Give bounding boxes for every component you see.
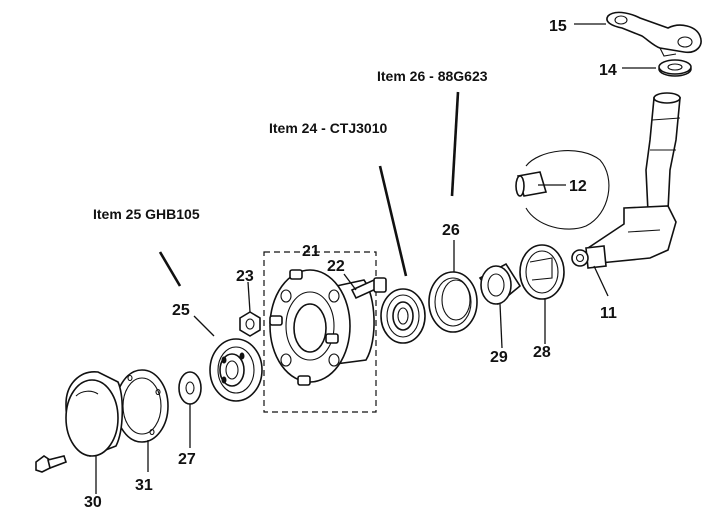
callout-item-26: Item 26 - 88G623 — [377, 68, 488, 84]
steering-arm-part — [606, 11, 702, 57]
stub-axle-part — [571, 92, 681, 269]
nut-23-part — [239, 311, 261, 337]
part-number-26: 26 — [442, 222, 460, 239]
bearing-25-part — [209, 338, 263, 402]
callout-item-25: Item 25 GHB105 — [93, 206, 200, 222]
part-number-25: 25 — [172, 302, 190, 319]
cup-26-part — [428, 271, 478, 333]
part-number-11: 11 — [600, 305, 617, 322]
hubcap-30-part — [65, 371, 124, 457]
part-number-28: 28 — [533, 344, 551, 361]
bolt-part — [35, 455, 68, 473]
washer-27-part — [178, 371, 202, 405]
part-number-12: 12 — [569, 178, 587, 195]
part-number-14: 14 — [599, 62, 617, 79]
part-number-27: 27 — [178, 451, 196, 468]
part-number-22: 22 — [327, 258, 345, 275]
part-number-30: 30 — [84, 494, 102, 511]
bearing-29-part — [478, 262, 522, 306]
part-number-29: 29 — [490, 349, 508, 366]
stud-22-part — [350, 277, 387, 300]
leader-lines — [95, 23, 656, 494]
callout-pointers — [158, 91, 460, 287]
seal-28-part — [519, 244, 565, 300]
gasket-31-part — [115, 369, 169, 443]
part-number-15: 15 — [549, 18, 567, 35]
washer-part — [658, 59, 692, 77]
part-number-21: 21 — [302, 243, 320, 260]
hub-21-part — [263, 251, 377, 413]
bush-part — [515, 150, 610, 230]
bearing-24-part — [380, 288, 426, 344]
part-number-31: 31 — [135, 477, 153, 494]
callout-item-24: Item 24 - CTJ3010 — [269, 120, 387, 136]
part-number-23: 23 — [236, 268, 254, 285]
